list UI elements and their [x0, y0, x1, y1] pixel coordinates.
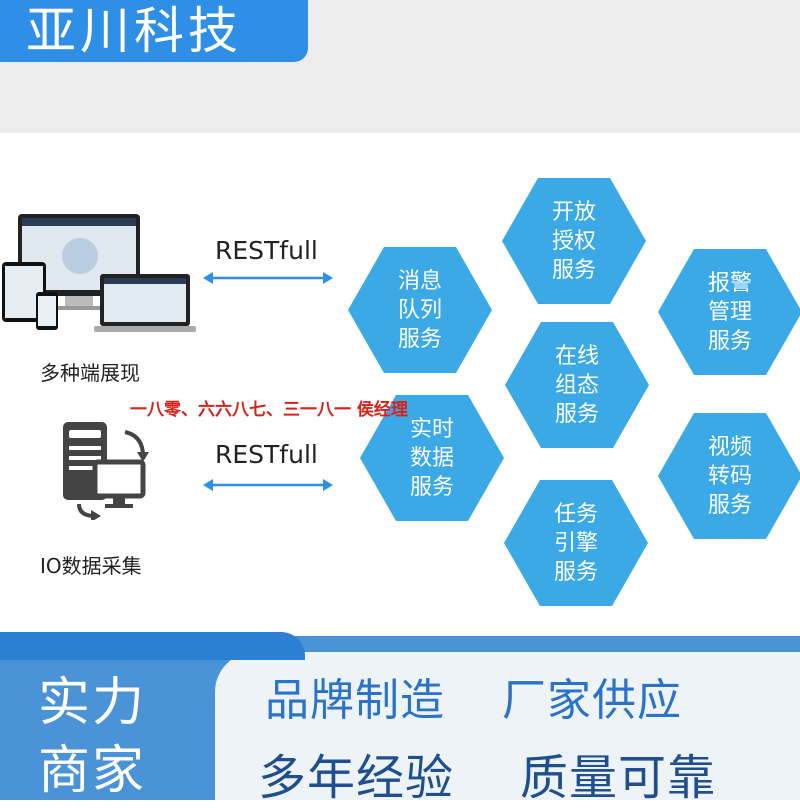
bottom-banner-tab [0, 632, 305, 660]
service-label: 任务 引擎 服务 [553, 501, 598, 585]
restfull-label-bottom: RESTfull [215, 440, 318, 469]
service-label: 实时 数据 服务 [409, 416, 454, 500]
contact-watermark: 一八零、六六八七、三一八一 侯经理 [130, 400, 408, 420]
banner-left-line2: 商家 [38, 741, 147, 801]
bottom-banner-panel [215, 652, 800, 800]
multi-terminal-label: 多种端展现 [40, 361, 140, 385]
brand-tab [0, 0, 308, 62]
io-server-icon [63, 422, 149, 520]
service-label: 消息 队列 服务 [397, 268, 442, 352]
banner-slogan-brand: 品牌制造 [265, 675, 445, 726]
service-hex-task-engine: 任务 引擎 服务 [504, 480, 648, 606]
double-arrow-top-icon [203, 272, 333, 284]
service-hex-open-auth: 开放 授权 服务 [502, 178, 646, 304]
banner-slogan-factory: 厂家供应 [502, 675, 682, 726]
banner-left-line1: 实力 [38, 673, 147, 733]
banner-slogan-quality: 质量可靠 [520, 750, 717, 806]
service-hex-message-queue: 消息 队列 服务 [348, 247, 492, 373]
banner-slogan-experience: 多年经验 [258, 750, 455, 806]
io-data-label: IO数据采集 [40, 554, 142, 578]
service-label: 开放 授权 服务 [551, 199, 596, 283]
service-hex-realtime-data: 实时 数据 服务 [360, 395, 504, 521]
service-hex-online-config: 在线 组态 服务 [505, 322, 649, 448]
multi-device-illustration [2, 214, 196, 332]
service-hex-video-transcode: 视频 转码 服务 [658, 413, 800, 539]
service-label: 报警 管理 服务 [707, 270, 752, 354]
service-label: 在线 组态 服务 [554, 343, 599, 427]
service-hex-alarm: 报警 管理 服务 [658, 249, 800, 375]
restfull-label-top: RESTfull [215, 236, 318, 265]
double-arrow-bottom-icon [203, 479, 333, 491]
service-label: 视频 转码 服务 [707, 434, 752, 518]
brand-name: 亚川科技 [26, 2, 242, 60]
